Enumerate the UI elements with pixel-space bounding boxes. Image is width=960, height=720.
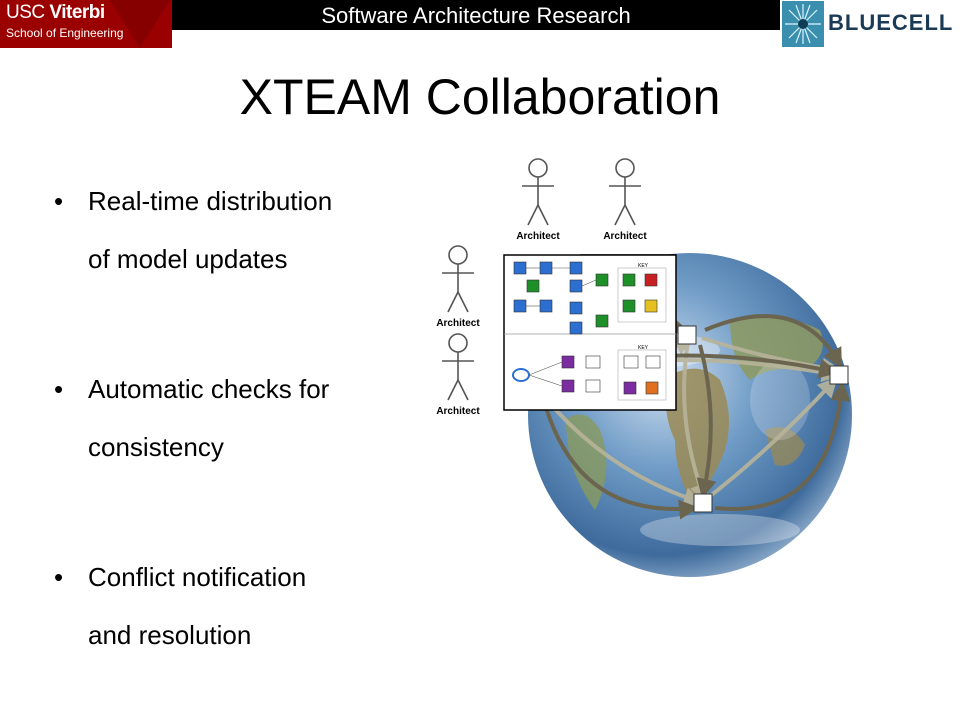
bluecell-logo: BLUECELL — [780, 0, 960, 48]
bullet-dot-icon: • — [54, 374, 64, 404]
bluecell-text: BLUECELL — [828, 10, 954, 35]
slide-title: XTEAM Collaboration — [239, 69, 721, 125]
logo-viterbi-text: Viterbi — [49, 2, 105, 23]
collaboration-diagram: KEY KEY — [420, 150, 960, 610]
usc-viterbi-logo: USC Viterbi School of Engineering — [0, 0, 172, 48]
bullet-line: consistency — [88, 432, 224, 462]
bullet-line: Conflict notification — [88, 562, 307, 592]
bullet-line: and resolution — [88, 620, 252, 650]
architect-actor-icon — [442, 245, 474, 313]
banner-title: Software Architecture Research — [321, 3, 631, 28]
bullet-line: Real-time distribution — [88, 186, 333, 216]
bullet-line: of model updates — [88, 244, 288, 274]
bullet-dot-icon: • — [54, 186, 64, 216]
bullet-line: Automatic checks for — [88, 374, 330, 404]
architect-actor-icon — [522, 158, 554, 226]
architect-label: Architect — [436, 318, 480, 329]
bullet-dot-icon: • — [54, 562, 64, 592]
legend-key-label: KEY — [638, 345, 649, 351]
legend-key-label: KEY — [638, 263, 649, 269]
architect-label: Architect — [516, 231, 560, 242]
architect-actor-icon — [442, 333, 474, 401]
logo-usc-text: USC — [6, 2, 45, 23]
bluecell-burst-icon — [782, 1, 824, 47]
slide-header: USC Viterbi School of Engineering Softwa… — [0, 0, 960, 48]
banner-bar: Software Architecture Research — [172, 0, 780, 30]
model-diagram-panel: KEY KEY — [503, 254, 677, 411]
architect-label: Architect — [603, 231, 647, 242]
architect-actor-icon — [609, 158, 641, 226]
logo-school-text: School of Engineering — [6, 26, 124, 40]
architect-label: Architect — [436, 406, 480, 417]
